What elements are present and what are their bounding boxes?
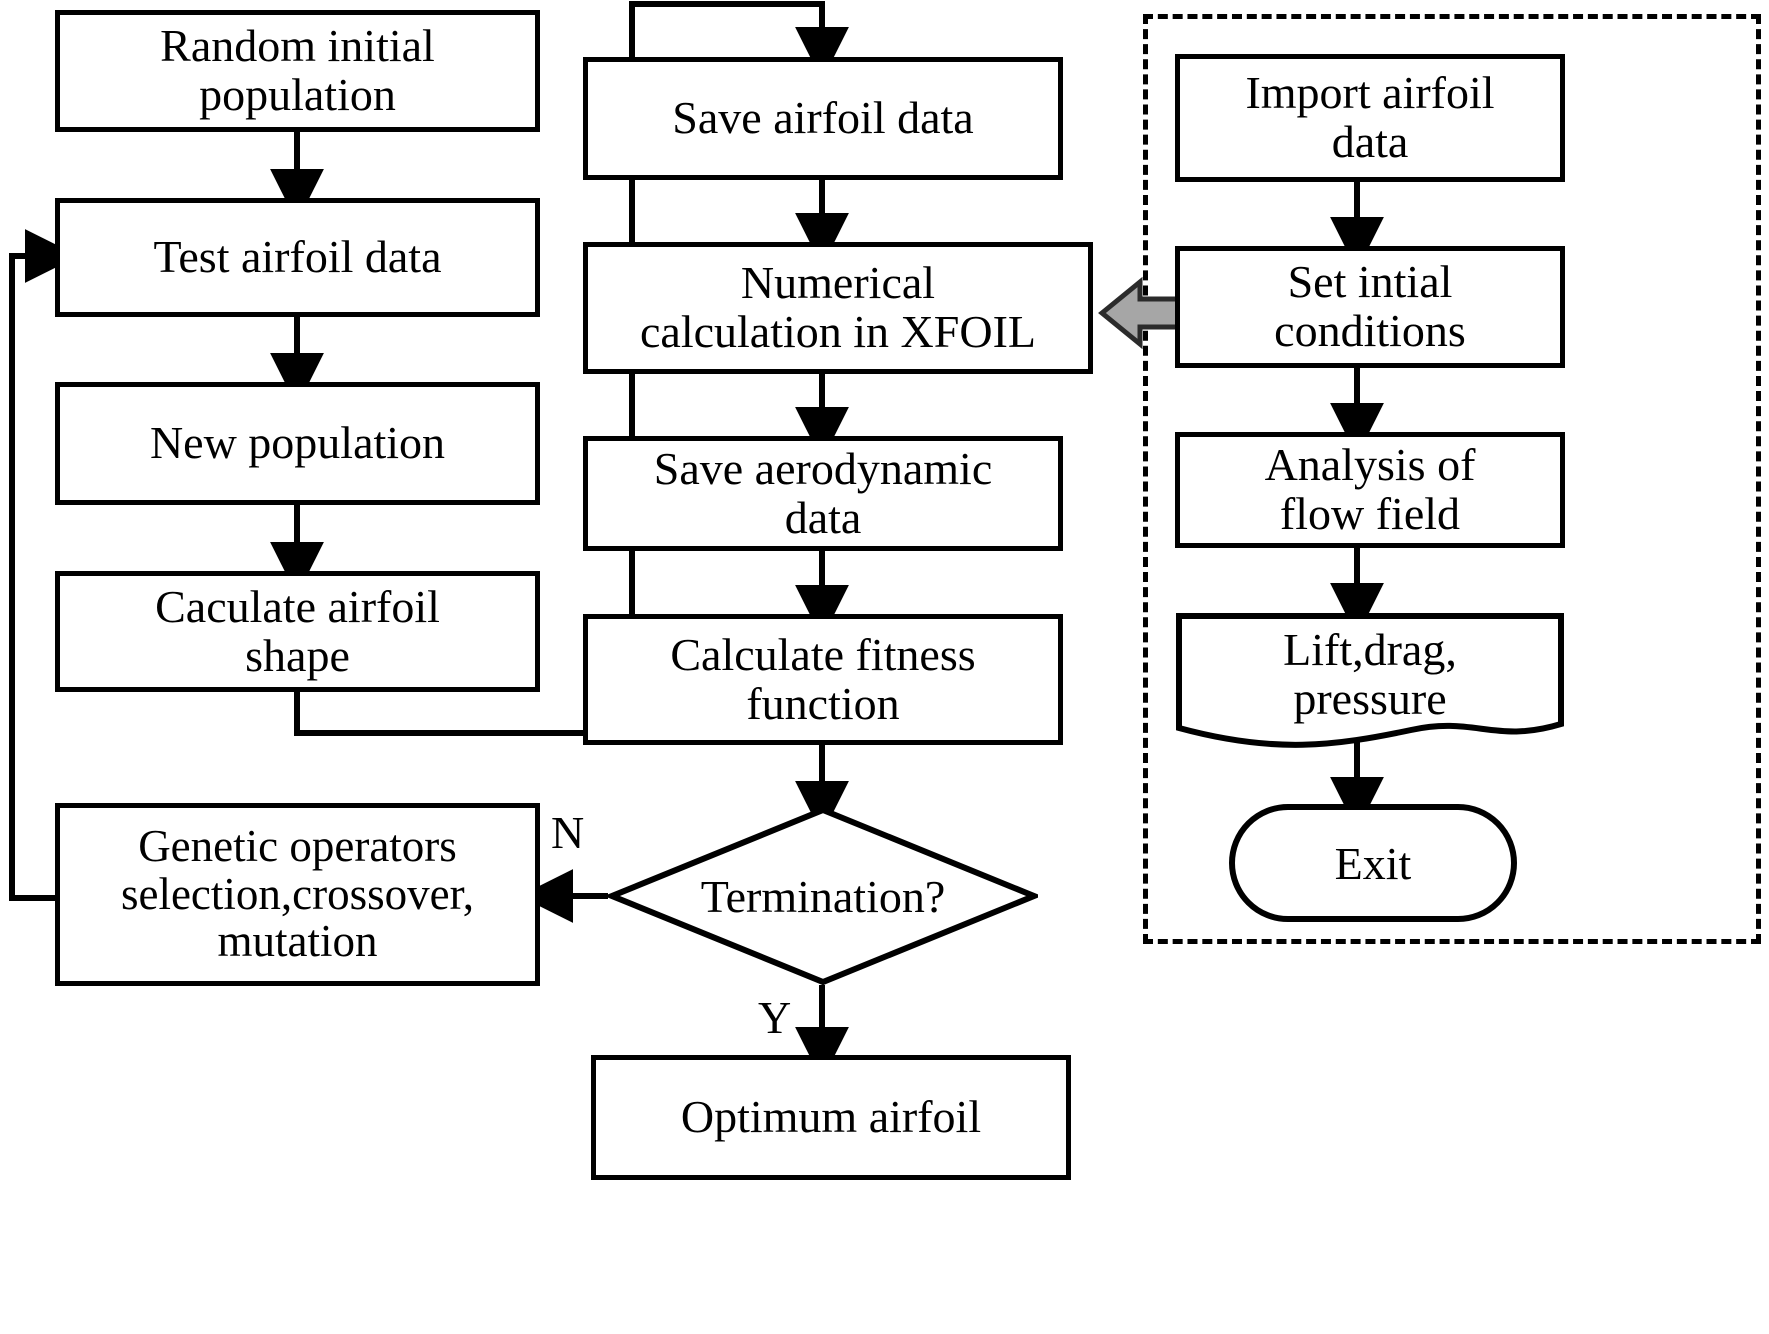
node-label: Exit <box>1334 837 1412 889</box>
node-label: Save aerodynamic data <box>653 442 993 543</box>
node-label: Numerical calculation in XFOIL <box>639 257 1036 357</box>
node-label: Calculate fitness function <box>670 628 976 729</box>
terminator-shape <box>1229 804 1517 922</box>
node-label: Lift,drag, pressure <box>1283 624 1457 724</box>
node-test-airfoil-data[interactable]: Test airfoil data <box>55 198 540 317</box>
node-label: New population <box>149 417 446 469</box>
xfoil-subprocess-panel <box>1143 14 1761 944</box>
node-save-airfoil-data[interactable]: Save airfoil data <box>583 57 1063 180</box>
node-label: Save airfoil data <box>672 92 974 144</box>
node-label: Analysis of flow field <box>1264 439 1476 539</box>
node-label: Caculate airfoil shape <box>155 580 440 681</box>
node-label: Termination? <box>700 870 946 922</box>
node-label: Random initial population <box>160 20 435 120</box>
node-label: Set intial conditions <box>1274 256 1466 356</box>
node-set-intial-conditions[interactable]: Set intial conditions <box>1175 246 1565 368</box>
node-new-population[interactable]: New population <box>55 382 540 505</box>
node-genetic-operators[interactable]: Genetic operators selection,crossover, m… <box>55 803 540 986</box>
document-shape <box>1176 613 1564 748</box>
node-exit[interactable]: Exit <box>1228 803 1518 923</box>
edge-label-yes: Y <box>758 992 792 1043</box>
node-import-airfoil-data[interactable]: Import airfoil data <box>1175 54 1565 182</box>
node-label: Test airfoil data <box>153 231 442 283</box>
diamond-shape <box>608 806 1038 986</box>
node-label: Optimum airfoil <box>680 1091 982 1143</box>
node-numerical-calculation-xfoil[interactable]: Numerical calculation in XFOIL <box>583 242 1093 374</box>
node-termination-decision[interactable]: Termination? <box>608 806 1038 986</box>
edge-genetic-to-test <box>9 229 79 901</box>
node-analysis-of-flow-field[interactable]: Analysis of flow field <box>1175 432 1565 548</box>
node-label: Import airfoil data <box>1245 67 1495 167</box>
node-label: Genetic operators selection,crossover, m… <box>120 820 475 967</box>
node-random-initial-population[interactable]: Random initial population <box>55 10 540 132</box>
node-lift-drag-pressure[interactable]: Lift,drag, pressure <box>1175 612 1565 750</box>
node-calculate-fitness-function[interactable]: Calculate fitness function <box>583 614 1063 745</box>
edge-label-no: N <box>551 807 585 858</box>
node-optimum-airfoil[interactable]: Optimum airfoil <box>591 1055 1071 1180</box>
node-save-aerodynamic-data[interactable]: Save aerodynamic data <box>583 436 1063 551</box>
node-caculate-airfoil-shape[interactable]: Caculate airfoil shape <box>55 571 540 692</box>
